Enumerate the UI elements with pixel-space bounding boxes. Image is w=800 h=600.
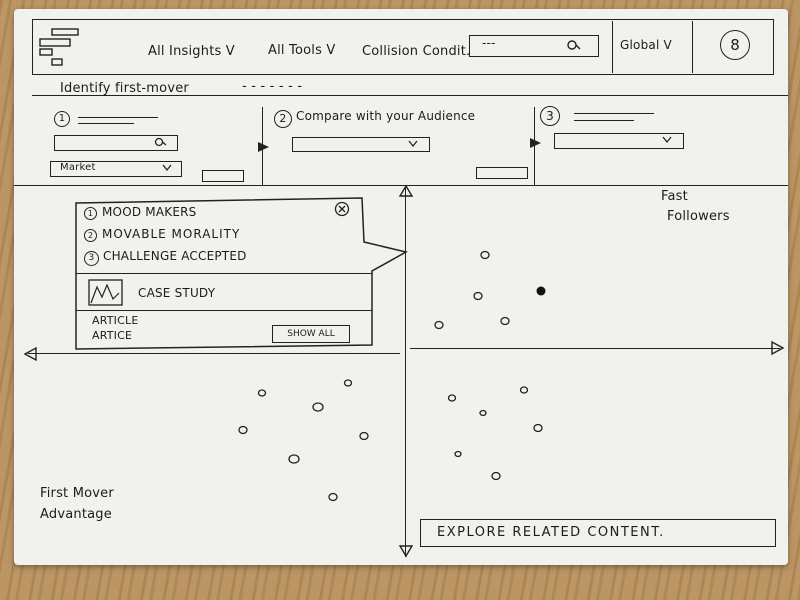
step-1-apply-button[interactable]	[202, 170, 244, 182]
popup-section-divider	[76, 310, 372, 311]
step-3-label-placeholder	[574, 113, 654, 114]
search-input[interactable]	[469, 35, 599, 57]
step-2-number: 2	[274, 110, 292, 128]
scatter-dot	[519, 386, 529, 394]
x-axis-arrow-left-icon	[23, 346, 37, 362]
market-dropdown[interactable]	[50, 161, 182, 177]
flag-icon	[530, 138, 541, 148]
explore-related-content-button[interactable]: EXPLORE RELATED CONTENT.	[420, 519, 776, 547]
popup-frame	[75, 197, 409, 350]
chevron-down-icon	[162, 164, 172, 172]
nav-divider	[612, 21, 613, 73]
scatter-dot	[454, 450, 462, 458]
scatter-dot-selected	[536, 286, 546, 296]
step-1-number: 1	[54, 111, 70, 127]
scatter-dot	[533, 423, 543, 433]
nav-all-tools[interactable]: All Tools V	[268, 43, 336, 58]
notification-badge[interactable]: 8	[720, 30, 750, 60]
title-dashes: - - - - - - -	[242, 79, 303, 94]
search-icon[interactable]	[566, 38, 582, 52]
search-placeholder: ---	[482, 36, 496, 50]
article-link[interactable]: ARTICE	[92, 329, 133, 342]
step-3-label-placeholder	[574, 120, 634, 121]
scatter-dot	[359, 431, 369, 441]
quadrant-label-fast-followers: Fast Followers	[661, 189, 730, 224]
popup-section-divider	[76, 273, 372, 274]
region-selector[interactable]: Global V	[620, 38, 672, 52]
y-axis	[405, 187, 406, 557]
x-axis-arrow-right-icon	[771, 340, 785, 356]
x-axis	[410, 348, 780, 349]
header-bar	[32, 19, 774, 75]
scatter-dot	[479, 409, 487, 417]
chevron-down-icon	[408, 140, 418, 148]
step-2-apply-button[interactable]	[476, 167, 528, 179]
explore-label: EXPLORE RELATED CONTENT.	[437, 525, 665, 540]
step-1-label-placeholder	[78, 117, 158, 118]
case-study-label[interactable]: CASE STUDY	[138, 286, 216, 300]
step-1-search-input[interactable]	[54, 135, 178, 151]
scatter-dot	[447, 394, 457, 402]
page-title: Identify first-mover	[60, 81, 189, 96]
nav-divider	[692, 21, 693, 73]
y-axis-arrow-down-icon	[398, 545, 414, 558]
market-dropdown-label: Market	[60, 162, 96, 173]
scatter-dot	[473, 291, 483, 301]
nav-all-insights[interactable]: All Insights V	[148, 44, 235, 59]
steps-row-bottom	[14, 185, 788, 186]
show-all-label: SHOW ALL	[287, 329, 335, 339]
step-3-dropdown[interactable]	[554, 133, 684, 149]
scatter-dot	[257, 389, 267, 397]
scatter-dot	[500, 316, 510, 326]
scatter-dot	[343, 379, 353, 387]
scatter-dot	[328, 492, 338, 502]
step-divider	[534, 107, 535, 185]
scatter-dot	[480, 250, 490, 260]
chart-thumbnail-icon[interactable]	[88, 279, 124, 307]
chevron-down-icon	[662, 136, 672, 144]
y-axis-arrow-up-icon	[398, 184, 414, 197]
x-axis	[28, 353, 400, 354]
title-bar-bottom	[32, 95, 788, 96]
scatter-dot	[434, 320, 444, 330]
sketch-paper: All Insights V All Tools V Collision Con…	[14, 9, 788, 565]
step-3-number: 3	[540, 106, 560, 126]
scatter-dot	[312, 402, 324, 412]
quadrant-label-first-mover: First Mover Advantage	[40, 486, 114, 522]
scatter-dot	[288, 454, 300, 464]
logo-icon[interactable]	[38, 27, 88, 69]
nav-collision-condit[interactable]: Collision Condit.	[362, 44, 471, 59]
close-icon[interactable]	[334, 201, 350, 217]
step-1-search-icon[interactable]	[154, 136, 168, 148]
flag-icon	[258, 142, 269, 152]
article-link[interactable]: ARTICLE	[92, 314, 139, 327]
badge-count: 8	[730, 36, 740, 54]
show-all-button[interactable]: SHOW ALL	[272, 325, 350, 343]
scatter-dot	[238, 425, 248, 435]
step-2-dropdown[interactable]	[292, 137, 430, 152]
scatter-dot	[491, 471, 501, 481]
step-2-label: Compare with your Audience	[296, 109, 476, 123]
step-1-label-placeholder	[78, 123, 134, 124]
